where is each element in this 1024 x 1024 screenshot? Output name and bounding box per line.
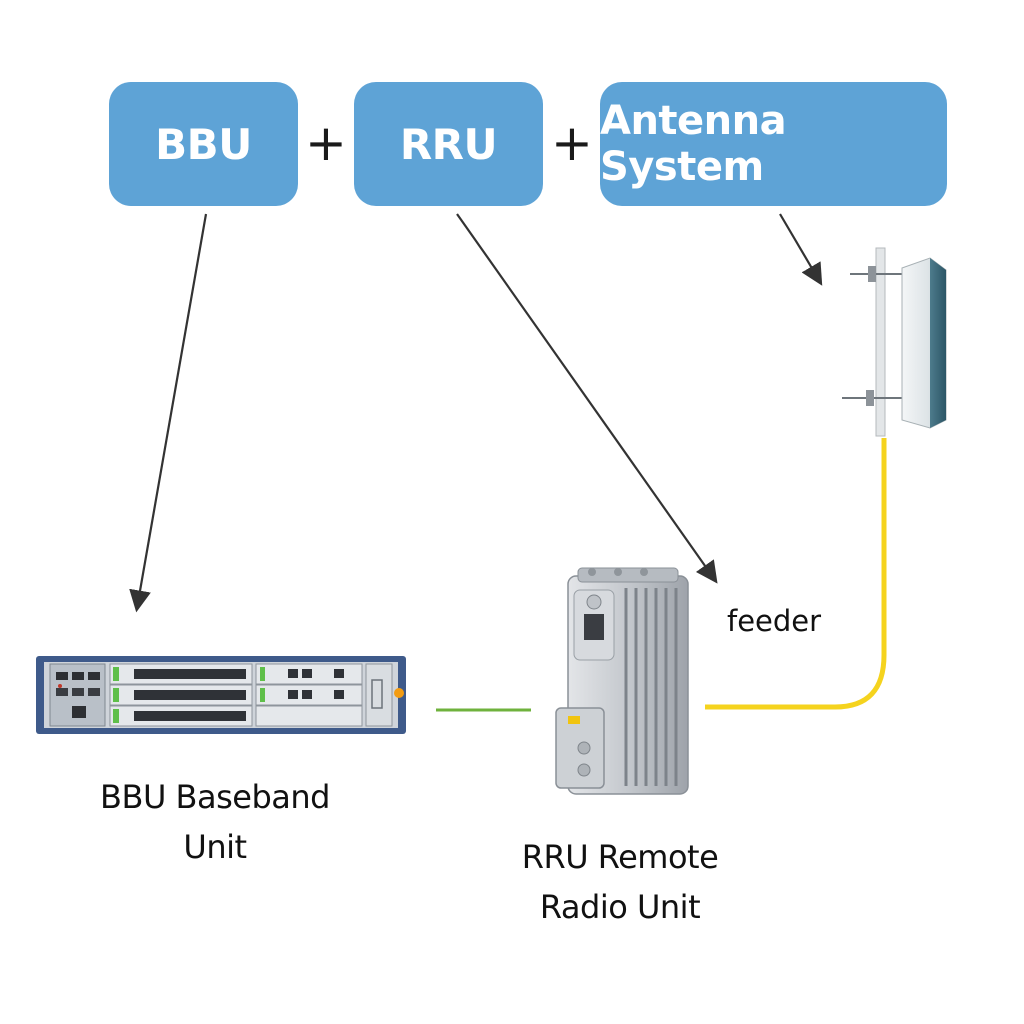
rru-arrow: [456, 213, 718, 584]
panel-antenna-icon: [842, 247, 947, 437]
bbu-caption-line1: BBU Baseband: [100, 778, 330, 816]
bbu-arrow: [129, 213, 208, 613]
rru-box-label: RRU: [399, 119, 498, 169]
antenna-system-box: Antenna System: [600, 82, 947, 206]
feeder-cable: [705, 438, 887, 710]
plus-sign: +: [551, 114, 593, 172]
bbu-rack-unit-icon: [36, 656, 406, 734]
rru-caption: RRU Remote Radio Unit: [470, 832, 770, 932]
antenna-arrow: [779, 213, 823, 286]
plus-sign: +: [305, 114, 347, 172]
bbu-caption: BBU Baseband Unit: [60, 772, 370, 872]
antenna-system-box-label: Antenna System: [600, 98, 787, 190]
rru-radio-unit-icon: [555, 567, 689, 795]
bbu-caption-line2: Unit: [183, 828, 247, 866]
rru-caption-line1: RRU Remote: [521, 838, 719, 876]
bbu-box-label: BBU: [155, 119, 252, 169]
rru-box: RRU: [354, 82, 543, 206]
rru-caption-line2: Radio Unit: [539, 888, 701, 926]
bbu-box: BBU: [109, 82, 298, 206]
feeder-label: feeder: [727, 604, 822, 638]
